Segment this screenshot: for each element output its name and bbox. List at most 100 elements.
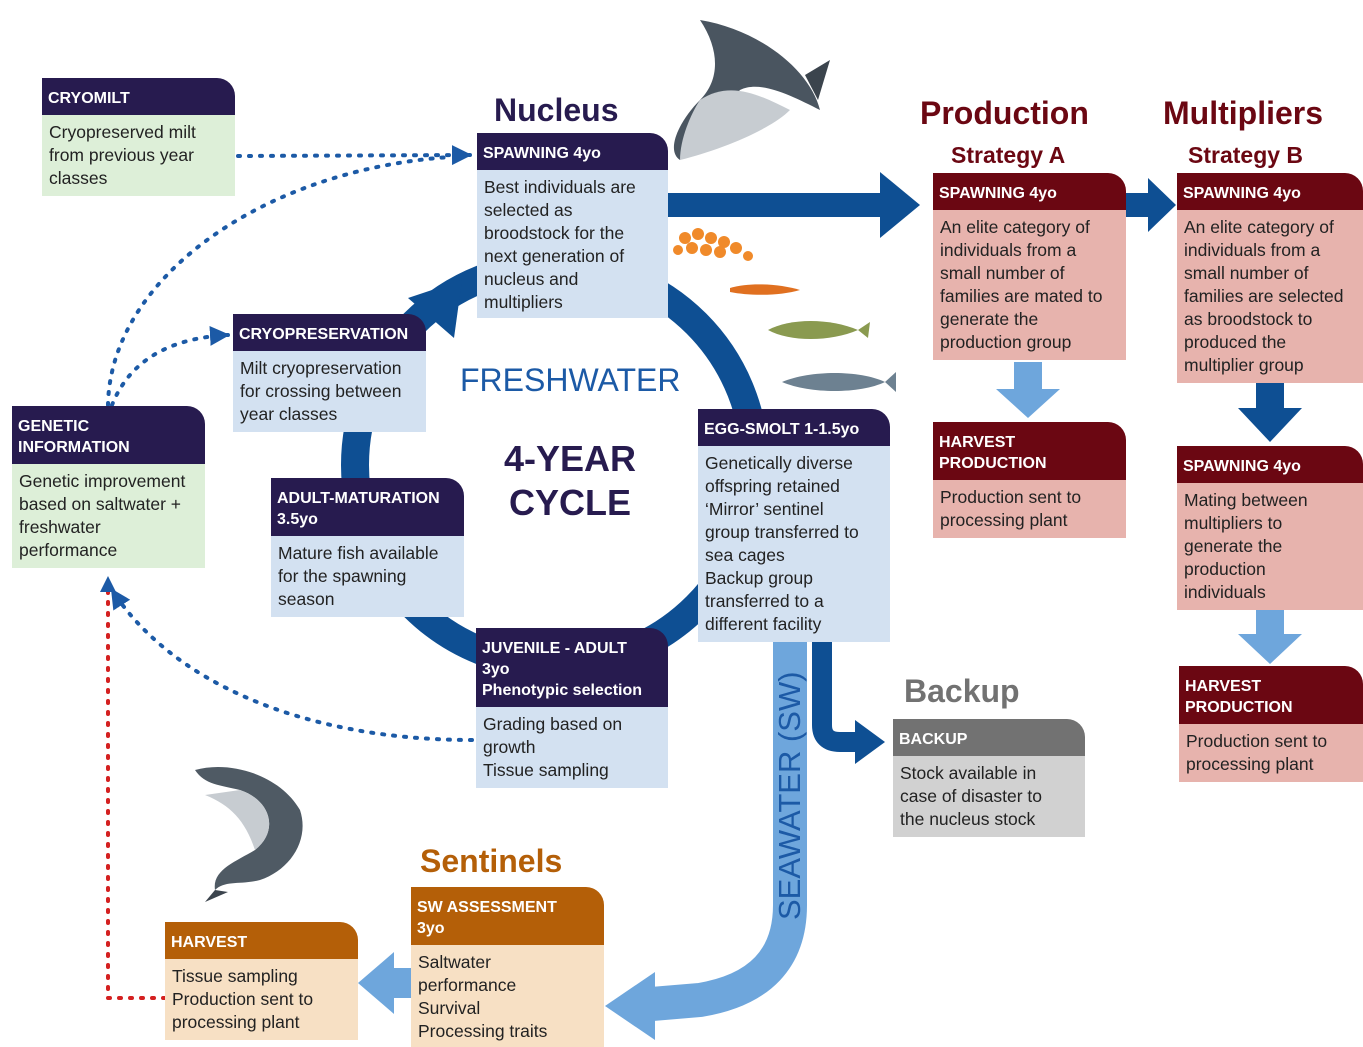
juvenile-adult-header-line: JUVENILE - ADULT xyxy=(482,640,627,657)
backup-arrowhead xyxy=(855,720,885,764)
strategy-a-title: Strategy A xyxy=(951,142,1066,168)
egg-smolt-line: group transferred to xyxy=(705,522,859,542)
juvenile-adult-body: Grading based on growth Tissue sampling xyxy=(476,707,668,788)
cryomilt-line: Cryopreserved milt xyxy=(49,122,196,142)
spawning-multipliers-line: Mating between xyxy=(1184,490,1308,510)
spawning-strategy-a-box: SPAWNING 4yo An elite category of indivi… xyxy=(933,173,1126,360)
dotted-harvest-arrowhead xyxy=(100,576,116,592)
spawning-multipliers-box: SPAWNING 4yo Mating between multipliers … xyxy=(1177,446,1363,610)
harvest-production-a-box: HARVEST PRODUCTION Production sent to pr… xyxy=(933,422,1126,538)
cycle-arrowhead xyxy=(408,280,462,338)
backup-title: Backup xyxy=(904,673,1020,709)
adult-maturation-line: season xyxy=(278,589,335,609)
backup-box: BACKUP Stock available in case of disast… xyxy=(893,719,1085,837)
spawning-nucleus-line: nucleus and xyxy=(484,269,579,289)
sw-assessment-line: Saltwater xyxy=(418,952,491,972)
egg-smolt-body: Genetically diverse offspring retained ‘… xyxy=(698,446,890,642)
harvest-production-b-header: HARVEST PRODUCTION xyxy=(1179,666,1363,724)
strategy-b-title: Strategy B xyxy=(1188,142,1304,168)
spawning-strategy-a-body: An elite category of individuals from a … xyxy=(933,210,1126,360)
sw-assessment-box: SW ASSESSMENT 3yo Saltwater performance … xyxy=(411,887,604,1047)
cryomilt-box: CRYOMILT Cryopreserved milt from previou… xyxy=(42,78,235,196)
genetic-information-box: GENETIC INFORMATION Genetic improvement … xyxy=(12,406,205,568)
sw-assessment-line: performance xyxy=(418,975,517,995)
seawater-label: SEAWATER (SW) xyxy=(772,671,807,920)
cryopreservation-box: CRYOPRESERVATION Milt cryopreservation f… xyxy=(233,314,426,432)
sw-assessment-header-line: 3yo xyxy=(417,920,445,937)
alevin-icon xyxy=(730,284,800,295)
harvest-sentinel-line: Tissue sampling xyxy=(172,966,298,986)
harvest-production-a-header: HARVEST PRODUCTION xyxy=(933,422,1126,480)
spawning-nucleus-line: multipliers xyxy=(484,292,563,312)
sw-assessment-body: Saltwater performance Survival Processin… xyxy=(411,945,604,1047)
cryopreservation-line: for crossing between xyxy=(240,381,402,401)
harvest-production-b-box: HARVEST PRODUCTION Production sent to pr… xyxy=(1179,666,1363,782)
harvest-sentinel-line: Production sent to xyxy=(172,989,314,1009)
spawning-strategy-b-body: An elite category of individuals from a … xyxy=(1177,210,1363,383)
sentinels-title: Sentinels xyxy=(420,843,563,879)
spawning-strategy-a-line: small number of xyxy=(940,263,1065,283)
juvenile-adult-header-line: 3yo xyxy=(482,661,510,678)
cryopreservation-body: Milt cryopreservation for crossing betwe… xyxy=(233,351,426,432)
spawning-nucleus-header: SPAWNING 4yo xyxy=(477,133,668,170)
dotted-cryomilt-to-spawning xyxy=(236,145,472,166)
egg-smolt-line: transferred to a xyxy=(705,591,824,611)
sentinel-to-harvest-arrow xyxy=(392,968,414,998)
harvest-production-a-body: Production sent to processing plant xyxy=(933,480,1126,538)
strategy-a-down-arrow xyxy=(1014,362,1042,392)
spawning-strategy-b-line: individuals from a xyxy=(1184,240,1321,260)
harvest-production-b-line: processing plant xyxy=(1186,754,1314,774)
juvenile-adult-line: Tissue sampling xyxy=(483,760,609,780)
cryopreservation-header: CRYOPRESERVATION xyxy=(233,314,426,351)
spawning-strategy-a-line: generate the xyxy=(940,309,1039,329)
spawning-nucleus-line: broodstock for the xyxy=(484,223,625,243)
spawning-strategy-a-line: families are mated to xyxy=(940,286,1103,306)
multipliers-title: Multipliers xyxy=(1163,95,1324,131)
spawning-nucleus-line: selected as xyxy=(484,200,573,220)
cryomilt-body: Cryopreserved milt from previous year cl… xyxy=(42,115,235,196)
genetic-information-line: Genetic improvement xyxy=(19,471,186,491)
spawning-strategy-a-header: SPAWNING 4yo xyxy=(933,173,1126,210)
juvenile-adult-box: JUVENILE - ADULT 3yo Phenotypic selectio… xyxy=(476,628,668,788)
spawning-strategy-b-box: SPAWNING 4yo An elite category of indivi… xyxy=(1177,173,1363,383)
egg-smolt-line: ‘Mirror’ sentinel xyxy=(705,499,824,519)
cryopreservation-line: Milt cryopreservation xyxy=(240,358,402,378)
spawning-strategy-b-line: as broodstock to xyxy=(1184,309,1313,329)
dotted-juvenile-to-genetic xyxy=(110,588,474,742)
spawning-strategy-a-line: individuals from a xyxy=(940,240,1077,260)
backup-line: the nucleus stock xyxy=(900,809,1036,829)
egg-smolt-box: EGG-SMOLT 1-1.5yo Genetically diverse of… xyxy=(698,409,890,642)
harvest-sentinel-header: HARVEST xyxy=(165,922,358,959)
spawning-multipliers-header: SPAWNING 4yo xyxy=(1177,446,1363,483)
spawning-nucleus-line: Best individuals are xyxy=(484,177,636,197)
spawning-multipliers-line: individuals xyxy=(1184,582,1266,602)
spawning-strategy-a-line: An elite category of xyxy=(940,217,1090,237)
cycle-label-line-2: CYCLE xyxy=(508,482,631,523)
harvest-sentinel-line: processing plant xyxy=(172,1012,300,1032)
backup-header: BACKUP xyxy=(893,719,1085,756)
sentinel-to-harvest-head xyxy=(358,952,394,1014)
strategy-b-down-arrow-2 xyxy=(1256,608,1284,636)
spawning-strategy-a-line: production group xyxy=(940,332,1072,352)
backup-body: Stock available in case of disaster to t… xyxy=(893,756,1085,837)
adult-maturation-header-line: 3.5yo xyxy=(277,511,318,528)
sw-assessment-line: Survival xyxy=(418,998,481,1018)
adult-maturation-header-line: ADULT-MATURATION xyxy=(277,490,440,507)
strategy-b-down-head-1 xyxy=(1238,408,1302,442)
genetic-information-body: Genetic improvement based on saltwater +… xyxy=(12,464,205,568)
backup-line: case of disaster to xyxy=(900,786,1043,806)
egg-smolt-line: offspring retained xyxy=(705,476,840,496)
spawning-strategy-b-header: SPAWNING 4yo xyxy=(1177,173,1363,210)
strategy-b-down-head-2 xyxy=(1238,634,1302,664)
nucleus-to-production-arrow xyxy=(668,193,883,217)
egg-smolt-line: different facility xyxy=(705,614,822,634)
juvenile-adult-line: growth xyxy=(483,737,536,757)
nucleus-to-production-head xyxy=(880,172,920,238)
backup-line: Stock available in xyxy=(900,763,1037,783)
strategy-a-down-head xyxy=(996,389,1060,418)
adult-maturation-body: Mature fish available for the spawning s… xyxy=(271,536,464,617)
dotted-genetic-to-spawning xyxy=(106,155,452,407)
sw-assessment-header-line: SW ASSESSMENT xyxy=(417,899,557,916)
spawning-multipliers-line: production xyxy=(1184,559,1266,579)
harvest-production-a-header-line: HARVEST xyxy=(939,434,1016,451)
